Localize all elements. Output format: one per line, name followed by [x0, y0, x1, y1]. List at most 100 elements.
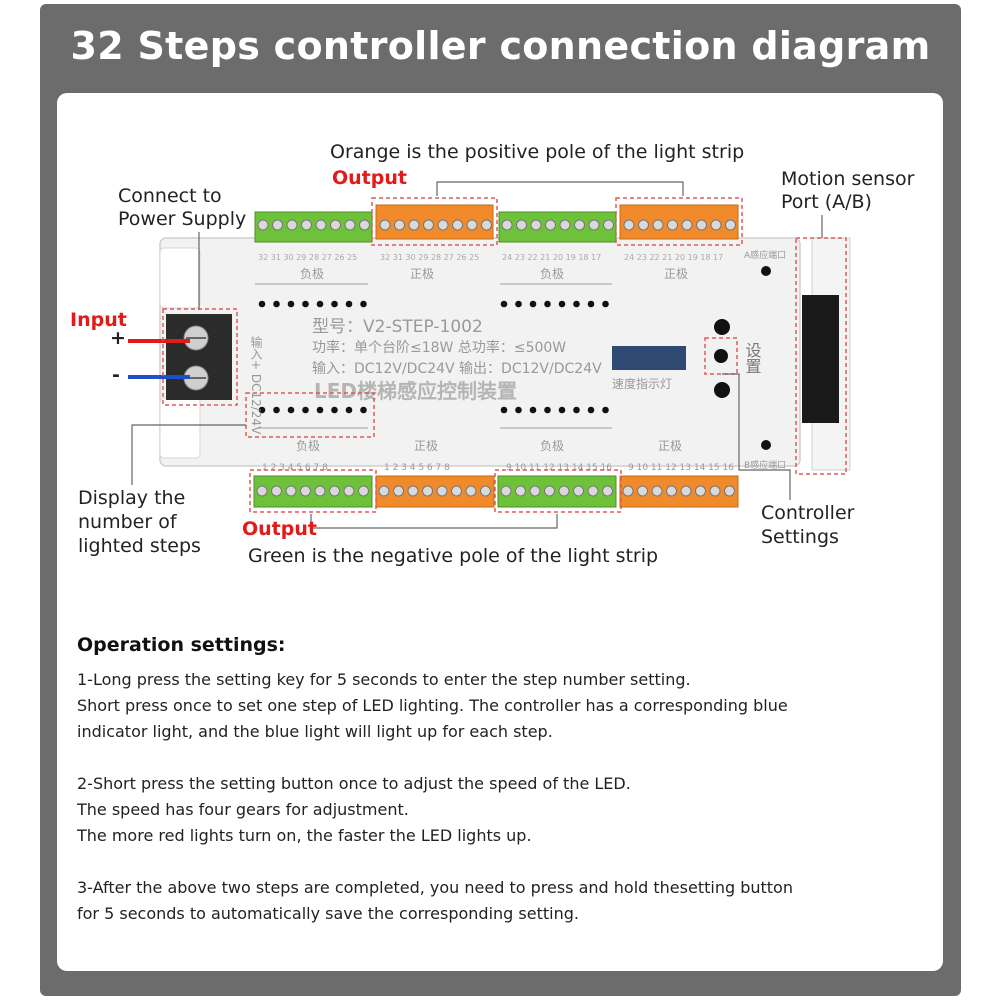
terminal-screw: [603, 219, 614, 231]
terminal-screw: [623, 219, 635, 231]
step-indicator-dot: [544, 300, 551, 308]
terminal-screw: [423, 219, 434, 231]
b-port-label: B感应端口: [744, 459, 786, 471]
callout-sensor-port: [795, 237, 847, 475]
step-indicator-dot: [529, 300, 537, 308]
a-port-label: A感应端口: [744, 249, 786, 261]
terminal-screw: [480, 485, 491, 497]
bot-numbers-3: 9 10 11 12 13 14 15 16: [506, 463, 612, 473]
step-indicator-dot: [558, 406, 566, 414]
terminal-screw: [465, 485, 477, 497]
terminal-screw: [466, 219, 478, 231]
step-indicator-dot: [587, 300, 595, 308]
bot-neg-1: 负极: [296, 439, 320, 453]
terminal-screw: [343, 485, 355, 497]
green-negative-label: Green is the negative pole of the light …: [248, 545, 659, 567]
terminal-screw: [344, 219, 356, 231]
input-vertical: 输入+ DC12/24V: [249, 335, 263, 436]
step-indicator-dot: [515, 406, 522, 414]
setting-button: [714, 349, 728, 363]
step-indicator-dot: [602, 300, 609, 308]
step-indicator-dot: [345, 300, 353, 308]
terminal-screw: [330, 219, 341, 231]
terminal-screw: [545, 219, 556, 231]
terminal-screw: [558, 485, 570, 497]
operation-line: Short press once to set one step of LED …: [77, 696, 788, 715]
terminal-screw: [272, 219, 283, 231]
terminal-screw: [681, 219, 693, 231]
bot-numbers-4: 9 10 11 12 13 14 15 16: [628, 463, 734, 473]
step-indicator-dot: [602, 406, 609, 414]
callout-top-orange-1: [371, 197, 498, 246]
step-indicator-dot: [360, 300, 367, 308]
terminal-screw: [573, 485, 584, 497]
indicator-dot-top: [714, 319, 730, 335]
step-indicator-dot: [558, 300, 566, 308]
terminal-screw: [544, 485, 555, 497]
output-bottom-label: Output: [242, 518, 317, 540]
step-indicator-dot: [544, 406, 551, 414]
connect-power-label: Connect to Power Supply: [118, 185, 247, 230]
minus-sign: -: [112, 364, 120, 386]
step-indicator-dot: [573, 406, 580, 414]
terminal-screw: [314, 485, 326, 497]
bot-numbers-1: 1 2 3 4 5 6 7 8: [262, 463, 328, 473]
step-indicator-dot: [331, 300, 338, 308]
bot-numbers-2: 1 2 3 4 5 6 7 8: [384, 463, 450, 473]
terminal-screw: [500, 485, 512, 497]
terminal-screw: [710, 219, 722, 231]
terminal-screw: [451, 485, 462, 497]
step-indicator-dot: [587, 406, 595, 414]
step-indicator-dot: [529, 406, 537, 414]
terminal-screw: [436, 485, 448, 497]
terminal-screw: [271, 485, 282, 497]
terminal-screw: [379, 219, 391, 231]
terminal-screw: [666, 485, 677, 497]
step-indicator-dot: [302, 300, 309, 308]
mount-tab-left-top: [159, 247, 201, 309]
speed-light-label: 速度指示灯: [612, 376, 672, 391]
top-pos-1: 正极: [410, 267, 434, 281]
motion-sensor-label: Motion sensor Port (A/B): [781, 168, 915, 213]
operation-line: 3-After the above two steps are complete…: [77, 878, 793, 897]
step-indicator-dot: [258, 300, 266, 308]
step-indicator-dot: [345, 406, 353, 414]
plus-sign: +: [110, 327, 126, 349]
terminal-screw: [559, 219, 571, 231]
step-indicator-dot: [258, 406, 266, 414]
output-top-label: Output: [332, 167, 407, 189]
terminal-screw: [501, 219, 513, 231]
input-label: Input: [70, 309, 127, 331]
speed-indicator-display: [612, 346, 686, 370]
terminal-screw: [515, 485, 526, 497]
terminal-screw: [256, 485, 268, 497]
device-power: 功率：单个台阶≤18W 总功率：≤500W: [312, 339, 566, 356]
terminal-screw: [638, 219, 649, 231]
terminal-screw: [257, 219, 269, 231]
step-indicator-dot: [273, 300, 280, 308]
device-name: LED楼梯感应控制装置: [314, 379, 517, 403]
device-io: 输入：DC12V/DC24V 输出：DC12V/DC24V: [312, 361, 602, 377]
terminal-screw: [637, 485, 648, 497]
terminal-screw: [422, 485, 433, 497]
step-indicator-dot: [360, 406, 367, 414]
callout-bot-green-2: [494, 469, 622, 513]
operation-line: for 5 seconds to automatically save the …: [77, 904, 579, 923]
terminal-screw: [437, 219, 449, 231]
terminal-screw: [378, 485, 390, 497]
callout-display: [245, 392, 375, 438]
operation-line: 2-Short press the setting button once to…: [77, 774, 631, 793]
sensor-port: [802, 295, 839, 423]
terminal-screw: [587, 485, 599, 497]
terminal-screw: [285, 485, 297, 497]
terminal-screw: [695, 485, 706, 497]
top-numbers-1: 32 31 30 29 28 27 26 25: [258, 253, 357, 262]
terminal-screw: [286, 219, 298, 231]
terminal-screw: [358, 485, 369, 497]
device-model: 型号：V2-STEP-1002: [312, 317, 483, 337]
terminal-screw: [315, 219, 327, 231]
terminal-screw: [407, 485, 419, 497]
top-numbers-3: 24 23 22 21 20 19 18 17: [502, 253, 601, 262]
terminal-screw: [725, 219, 736, 231]
